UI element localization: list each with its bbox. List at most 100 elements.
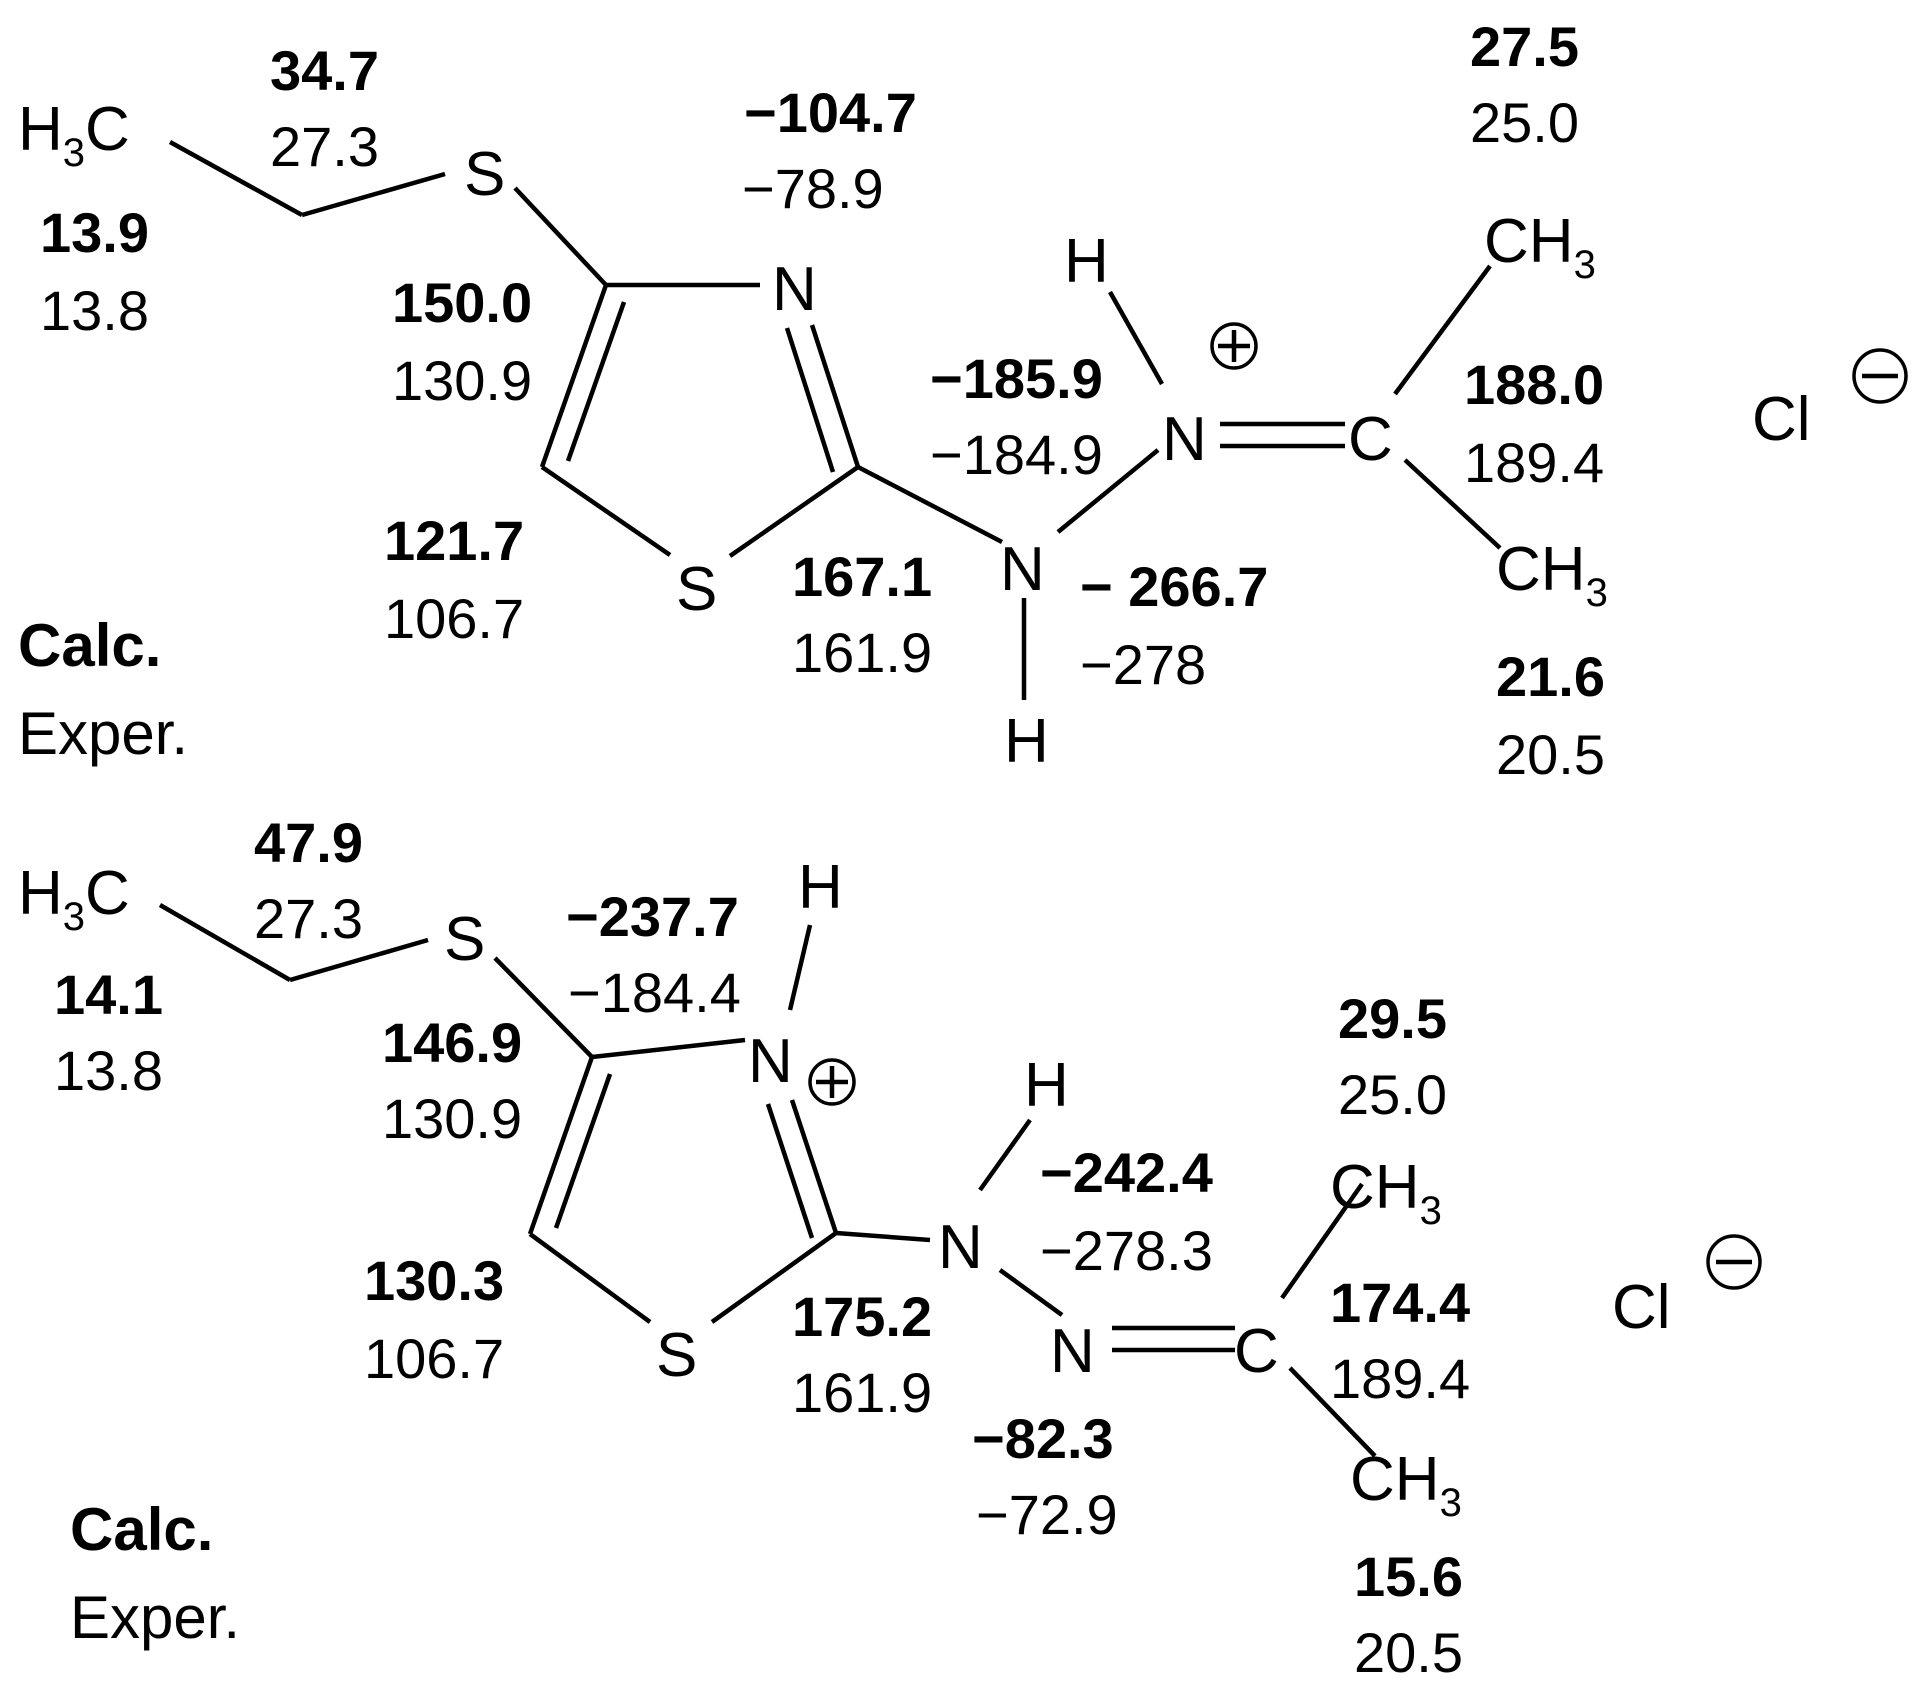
top-methyl-label: CH3 xyxy=(1330,1153,1442,1233)
legend-exper: Exper. xyxy=(70,1584,240,1651)
exper-shift-ch3: 13.8 xyxy=(40,279,149,342)
bond-n3-c2-b xyxy=(784,327,836,473)
bonds-structure-2 xyxy=(158,903,1377,1458)
bond-c-ch3top xyxy=(1393,264,1492,396)
amine-nitrogen-label: N xyxy=(1000,535,1045,604)
exper-shift-amine-n: −278.3 xyxy=(1040,1219,1213,1282)
thioether-sulfur-label: S xyxy=(464,140,505,209)
bond-c4-n3 xyxy=(591,1037,746,1060)
exper-shift-ch3: 13.8 xyxy=(54,1039,163,1102)
calc-shift-c2: 175.2 xyxy=(792,1285,932,1348)
ring-nitrogen-label: N xyxy=(772,255,817,324)
structure-2: H3C S N H S N H N C CH3 CH3 Cl 47.9 27.3… xyxy=(18,811,1762,1683)
legend-exper: Exper. xyxy=(18,700,188,767)
chloride-label: Cl xyxy=(1752,385,1811,454)
exper-shift-ch2: 27.3 xyxy=(254,887,363,950)
exper-shift-ch2: 27.3 xyxy=(270,115,379,178)
calc-shift-c5: 130.3 xyxy=(364,1249,504,1312)
calc-shift-c5: 121.7 xyxy=(384,509,524,572)
exper-shift-bottom-methyl: 20.5 xyxy=(1496,723,1605,786)
exper-shift-top-methyl: 25.0 xyxy=(1338,1063,1447,1126)
bond-c-ch3bot xyxy=(1403,458,1502,550)
calc-shift-amine-n: −242.4 xyxy=(1040,1141,1213,1204)
bond-c5-c4-a xyxy=(539,284,609,468)
bond-ch3-ch2 xyxy=(168,140,304,217)
calc-shift-c4: 146.9 xyxy=(382,1011,522,1074)
calc-shift-top-methyl: 27.5 xyxy=(1470,15,1579,78)
calc-shift-bottom-methyl: 21.6 xyxy=(1496,645,1605,708)
exper-shift-c2: 161.9 xyxy=(792,1361,932,1424)
calc-shift-imine-c: 174.4 xyxy=(1330,1271,1470,1334)
exper-shift-top-methyl: 25.0 xyxy=(1470,91,1579,154)
bond-s-c4 xyxy=(493,956,594,1059)
calc-shift-ch2: 47.9 xyxy=(254,811,363,874)
bond-s1-c5 xyxy=(540,465,672,557)
exper-shift-c5: 106.7 xyxy=(384,587,524,650)
bond-n3-h xyxy=(787,924,813,1011)
exper-shift-ring-n: −78.9 xyxy=(742,157,884,220)
exper-shift-imine-c: 189.4 xyxy=(1464,431,1604,494)
exper-shift-imine-n: −72.9 xyxy=(976,1483,1118,1546)
positive-charge-icon xyxy=(1210,322,1258,370)
ring-sulfur-label: S xyxy=(676,555,717,624)
calc-shift-c2: 167.1 xyxy=(792,545,932,608)
calc-shift-ch3: 14.1 xyxy=(54,963,163,1026)
bond-n3-c2-a xyxy=(809,324,861,468)
bond-n3-c2-b xyxy=(765,1103,815,1239)
bond-c5-c4-a xyxy=(527,1056,595,1235)
calc-shift-bottom-methyl: 15.6 xyxy=(1354,1545,1463,1608)
bond-c2-nh xyxy=(856,465,1004,544)
ring-nitrogen-label: N xyxy=(748,1027,793,1096)
imine-hydrogen-label: H xyxy=(1064,227,1109,296)
exper-shift-c4: 130.9 xyxy=(392,349,532,412)
exper-shift-c4: 130.9 xyxy=(382,1087,522,1150)
exper-shift-imine-n: −184.9 xyxy=(930,423,1103,486)
ring-sulfur-label: S xyxy=(656,1321,697,1390)
chloride-label: Cl xyxy=(1612,1273,1671,1342)
bond-ch2-s xyxy=(301,171,446,218)
bond-nh-n xyxy=(1056,448,1160,534)
structure-1: H3C S N S N H N H C CH3 CH3 Cl 34.7 27.3… xyxy=(18,15,1908,786)
calc-shift-ring-n: −104.7 xyxy=(744,81,917,144)
methyl-label: H3C xyxy=(18,859,130,939)
negative-charge-icon xyxy=(1706,1234,1762,1290)
bond-nh-h xyxy=(978,1118,1032,1192)
imine-nitrogen-label: N xyxy=(1050,1317,1095,1386)
calc-shift-ch2: 34.7 xyxy=(270,39,379,102)
calc-shift-ring-n: −237.7 xyxy=(566,885,739,948)
calc-shift-top-methyl: 29.5 xyxy=(1338,987,1447,1050)
exper-shift-c5: 106.7 xyxy=(364,1327,504,1390)
legend-calc: Calc. xyxy=(18,612,161,679)
bottom-methyl-label: CH3 xyxy=(1496,535,1608,615)
exper-shift-c2: 161.9 xyxy=(792,621,932,684)
ring-hydrogen-label: H xyxy=(798,853,843,922)
bond-ch2-s xyxy=(289,937,429,983)
imine-nitrogen-label: N xyxy=(1162,405,1207,474)
negative-charge-icon xyxy=(1852,348,1908,404)
bond-s-c4 xyxy=(513,186,608,287)
bond-c2-nh xyxy=(835,1230,931,1243)
calc-shift-imine-n: −185.9 xyxy=(930,347,1103,410)
bond-c-ch3top xyxy=(1280,1182,1364,1300)
bond-c-ch3bot xyxy=(1288,1366,1377,1458)
calc-shift-c4: 150.0 xyxy=(392,271,532,334)
imine-carbon-label: C xyxy=(1348,405,1393,474)
bond-ch3-ch2 xyxy=(158,903,292,982)
calc-shift-imine-c: 188.0 xyxy=(1464,353,1604,416)
calc-shift-imine-n: −82.3 xyxy=(972,1407,1114,1470)
bond-c5-c4-b xyxy=(565,301,627,462)
bottom-methyl-label: CH3 xyxy=(1350,1445,1462,1525)
top-methyl-label: CH3 xyxy=(1484,207,1596,287)
bond-n3-c2-a xyxy=(789,1099,839,1234)
exper-shift-amine-n: −278 xyxy=(1080,633,1206,696)
bond-c2-s1 xyxy=(710,1231,838,1324)
methyl-label: H3C xyxy=(18,95,130,175)
bond-c5-c4-b xyxy=(553,1073,613,1229)
bond-n-h xyxy=(1108,290,1164,386)
exper-shift-ring-n: −184.4 xyxy=(568,961,741,1024)
amine-hydrogen-label: H xyxy=(1024,1051,1069,1120)
bonds-structure-1 xyxy=(168,140,1502,700)
amine-nitrogen-label: N xyxy=(938,1213,983,1282)
exper-shift-imine-c: 189.4 xyxy=(1330,1347,1470,1410)
